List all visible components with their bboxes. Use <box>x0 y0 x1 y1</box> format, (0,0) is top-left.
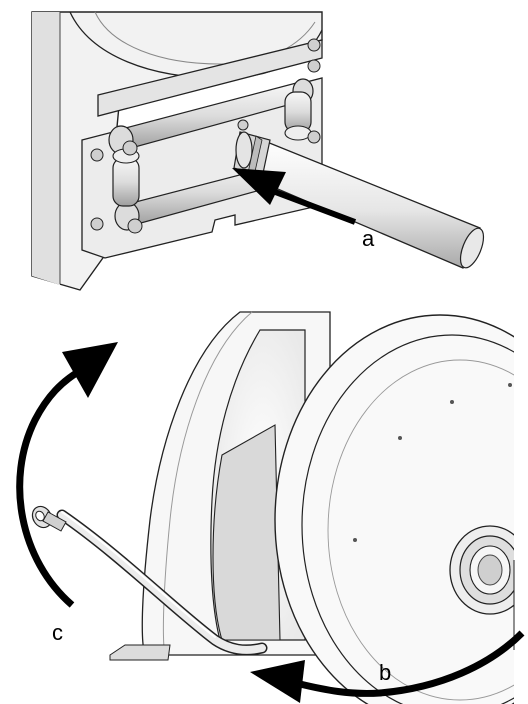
callout-b: b <box>379 660 392 685</box>
arrow-c <box>16 342 118 608</box>
arrow-b <box>250 630 525 703</box>
callout-c: c <box>52 620 63 645</box>
arrow-a <box>232 168 357 225</box>
reel-hub <box>449 525 528 615</box>
left-vertical-roller <box>112 148 140 207</box>
upper-roller <box>108 78 314 155</box>
bracket-bolts <box>90 38 321 234</box>
drum-shaded-band <box>212 424 281 641</box>
front-flange <box>274 314 528 704</box>
hose-with-nozzle <box>31 505 268 656</box>
base-foot <box>109 644 171 661</box>
top-detail-frame <box>31 11 485 291</box>
inlet-hose-pipe <box>233 131 485 269</box>
callout-a: a <box>362 226 375 251</box>
frame-rail <box>97 39 323 117</box>
right-vertical-roller <box>284 91 312 141</box>
bottom-detail-reel <box>16 300 528 704</box>
